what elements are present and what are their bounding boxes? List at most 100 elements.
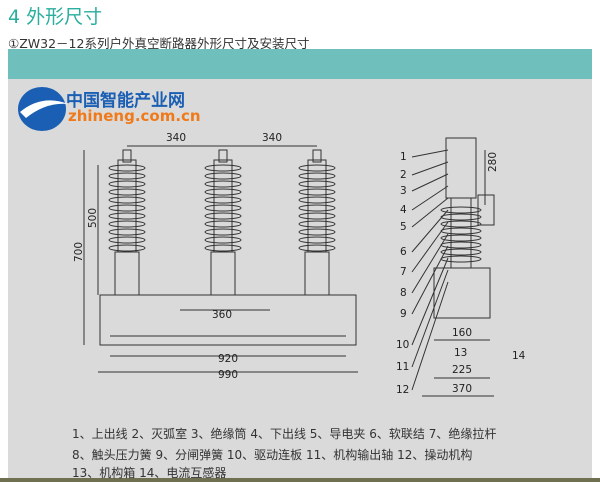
insulator-shed — [204, 212, 242, 220]
insulator-shed — [298, 196, 336, 204]
insulator-shed — [108, 188, 146, 196]
dim-label: 225 — [452, 364, 472, 376]
insulator-shed — [298, 164, 336, 172]
insulator-shed — [204, 220, 242, 228]
leader-line — [411, 233, 449, 294]
insulator-shed — [440, 220, 482, 228]
leader-line — [411, 281, 449, 391]
terminal — [122, 149, 132, 163]
dim-label: 13 — [454, 347, 467, 359]
dim-label: 340 — [262, 132, 282, 144]
header-band — [8, 49, 592, 79]
callout-number: 8 — [400, 287, 407, 299]
dim-label: 990 — [218, 369, 238, 381]
insulator-shed — [298, 188, 336, 196]
dim-label: 700 — [73, 242, 85, 262]
front-view — [83, 145, 358, 373]
callout-number: 5 — [400, 221, 407, 233]
insulator-shed — [108, 180, 146, 188]
dim-label: 340 — [166, 132, 186, 144]
dim-label: 370 — [452, 383, 472, 395]
insulator-shed — [204, 196, 242, 204]
insulator-shed — [440, 227, 482, 235]
callout-number: 12 — [396, 384, 409, 396]
insulator-shed — [204, 172, 242, 180]
insulator-shed — [204, 228, 242, 236]
insulator-shed — [440, 206, 482, 214]
leader-line — [411, 197, 449, 228]
leader-line — [411, 221, 449, 273]
insulator-shed — [298, 236, 336, 244]
insulator-base — [210, 251, 236, 296]
insulator-shed — [108, 204, 146, 212]
dim-label: 920 — [218, 353, 238, 365]
insulator-body — [117, 159, 137, 253]
callout-number: 3 — [400, 185, 407, 197]
leader-line — [411, 185, 449, 211]
insulator-shed — [298, 220, 336, 228]
insulator-shed — [108, 212, 146, 220]
insulator-shed — [108, 228, 146, 236]
callout-number: 11 — [396, 361, 409, 373]
insulator-shed — [298, 180, 336, 188]
insulator-shed — [440, 248, 482, 256]
legend-line: 13、机构箱 14、电流互感器 — [72, 466, 227, 480]
insulator-shed — [204, 236, 242, 244]
leader-line — [411, 161, 449, 176]
insulator-shed — [204, 180, 242, 188]
insulator-body — [307, 159, 327, 253]
insulator-shed — [298, 172, 336, 180]
insulator-shed — [108, 164, 146, 172]
callout-number: 10 — [396, 339, 409, 351]
callout-number: 9 — [400, 308, 407, 320]
watermark-name: 中国智能产业网 — [66, 91, 185, 111]
mechanism-box — [99, 294, 357, 346]
watermark-logo-icon — [18, 87, 68, 131]
insulator-shed — [108, 236, 146, 244]
insulator-shed — [298, 204, 336, 212]
insulator-base — [304, 251, 330, 296]
insulator-body — [213, 159, 233, 253]
insulator-shed — [440, 213, 482, 221]
legend-line: 8、触头压力簧 9、分闸弹簧 10、驱动连板 11、机构输出轴 12、操动机构 — [72, 448, 473, 462]
top-housing — [445, 137, 477, 199]
callout-number: 7 — [400, 266, 407, 278]
leader-line — [411, 257, 449, 346]
insulator-shed — [204, 244, 242, 252]
insulator-shed — [298, 228, 336, 236]
leader-line — [411, 173, 449, 192]
leader-line — [411, 209, 449, 253]
insulator-body — [450, 197, 472, 269]
insulator-shed — [108, 196, 146, 204]
bottom-bar — [0, 478, 600, 482]
insulator-shed — [204, 204, 242, 212]
insulator-shed — [108, 244, 146, 252]
dim-label: 360 — [212, 309, 232, 321]
legend-line: 1、上出线 2、灭弧室 3、绝缘筒 4、下出线 5、导电夹 6、软联结 7、绝缘… — [72, 427, 497, 441]
callout-number: 6 — [400, 246, 407, 258]
current-transformer — [477, 194, 495, 226]
terminal — [312, 149, 322, 163]
section-title: 4 外形尺寸 — [8, 6, 103, 28]
dim-label: 14 — [512, 350, 526, 362]
figure-caption: ①ZW32－12系列户外真空断路器外形尺寸及安装尺寸 — [8, 36, 310, 51]
leader-line — [411, 149, 449, 158]
insulator-base — [114, 251, 140, 296]
dim-label: 160 — [452, 327, 472, 339]
insulator-shed — [204, 188, 242, 196]
dim-label: 500 — [87, 208, 99, 228]
callout-number: 1 — [400, 151, 407, 163]
callout-number: 2 — [400, 169, 407, 181]
insulator-shed — [108, 172, 146, 180]
leader-line — [411, 245, 449, 315]
insulator-shed — [204, 164, 242, 172]
insulator-shed — [108, 220, 146, 228]
watermark-url: zhineng.com.cn — [68, 107, 201, 125]
callout-number: 4 — [400, 204, 407, 216]
insulator-shed — [298, 212, 336, 220]
mechanism-box — [433, 267, 491, 319]
insulator-shed — [298, 244, 336, 252]
insulator-shed — [440, 234, 482, 242]
terminal — [218, 149, 228, 163]
